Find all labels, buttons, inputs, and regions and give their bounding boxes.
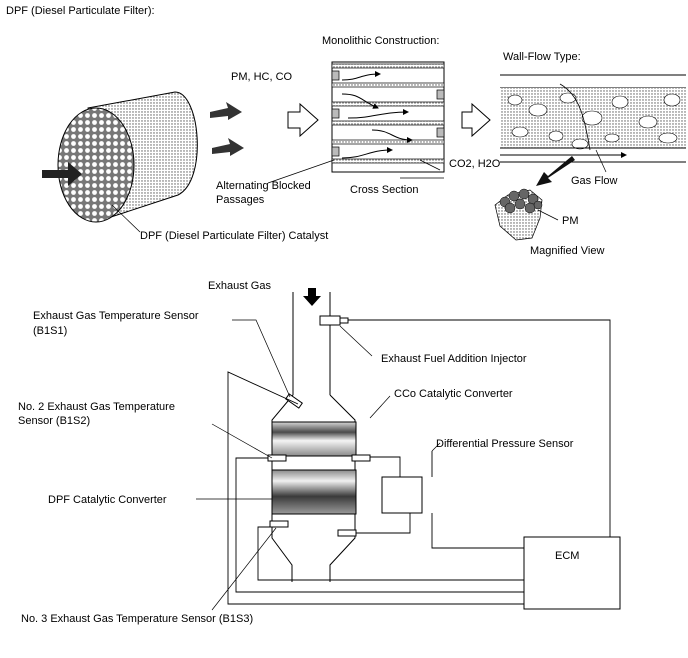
temp-sensor-b1s3-label: No. 3 Exhaust Gas Temperature Sensor (B1… xyxy=(21,613,253,625)
sensor-b1s2-icon xyxy=(267,454,287,462)
inflow-arrow-icon xyxy=(42,162,82,186)
temp-sensor-b1s2-code: Sensor (B1S2) xyxy=(18,415,90,427)
cco-converter-label: CCo Catalytic Converter xyxy=(394,388,513,400)
flow-arrows-dark xyxy=(210,102,244,156)
inflow-label: PM, HC, CO xyxy=(231,71,293,83)
catalyst-label: DPF (Diesel Particulate Filter) Catalyst xyxy=(140,230,328,242)
ecm-box xyxy=(523,536,621,610)
cross-section-illustration xyxy=(331,61,445,179)
pressure-port-upper-icon xyxy=(351,454,371,462)
gas-flow-label: Gas Flow xyxy=(571,175,618,187)
differential-pressure-label: Differential Pressure Sensor xyxy=(436,438,574,450)
leader-lines xyxy=(196,319,441,611)
cross-section-label: Cross Section xyxy=(350,184,418,196)
pressure-port-lower-icon xyxy=(337,529,357,537)
hollow-arrow-icon xyxy=(461,102,491,138)
dpf-converter-body xyxy=(271,469,357,515)
pm-label: PM xyxy=(562,215,579,227)
differential-pressure-sensor-box xyxy=(381,476,423,514)
sensor-b1s3-icon xyxy=(269,520,289,528)
dpf-converter-label: DPF Catalytic Converter xyxy=(48,494,167,506)
exhaust-gas-label: Exhaust Gas xyxy=(208,280,271,292)
hollow-arrow-icon xyxy=(287,102,319,138)
exhaust-flow-arrow-icon xyxy=(303,288,321,306)
outflow-label: CO2, H2O xyxy=(449,158,501,170)
wallflow-label: Wall-Flow Type: xyxy=(503,51,581,63)
temp-sensor-b1s1-code: (B1S1) xyxy=(33,325,67,337)
magnified-view-label: Magnified View xyxy=(530,245,604,257)
wall-flow-illustration xyxy=(494,74,686,241)
temp-sensor-b1s1-label: Exhaust Gas Temperature Sensor xyxy=(33,310,199,322)
monolithic-label: Monolithic Construction: xyxy=(322,35,439,47)
injector-label: Exhaust Fuel Addition Injector xyxy=(381,353,527,365)
temp-sensor-b1s2-label: No. 2 Exhaust Gas Temperature xyxy=(18,401,175,413)
dpf-cylinder-illustration xyxy=(42,91,198,223)
diagram-title: DPF (Diesel Particulate Filter): xyxy=(6,5,155,17)
alternating-label: Alternating Blocked xyxy=(216,180,311,192)
sensor-b1s1-icon xyxy=(285,393,303,409)
ecm-label: ECM xyxy=(555,550,579,562)
injector-icon xyxy=(319,315,349,326)
exhaust-pipe-housing xyxy=(271,292,356,582)
passages-label: Passages xyxy=(216,194,265,206)
cco-converter-body xyxy=(271,421,357,457)
wiring-harness xyxy=(227,319,611,605)
